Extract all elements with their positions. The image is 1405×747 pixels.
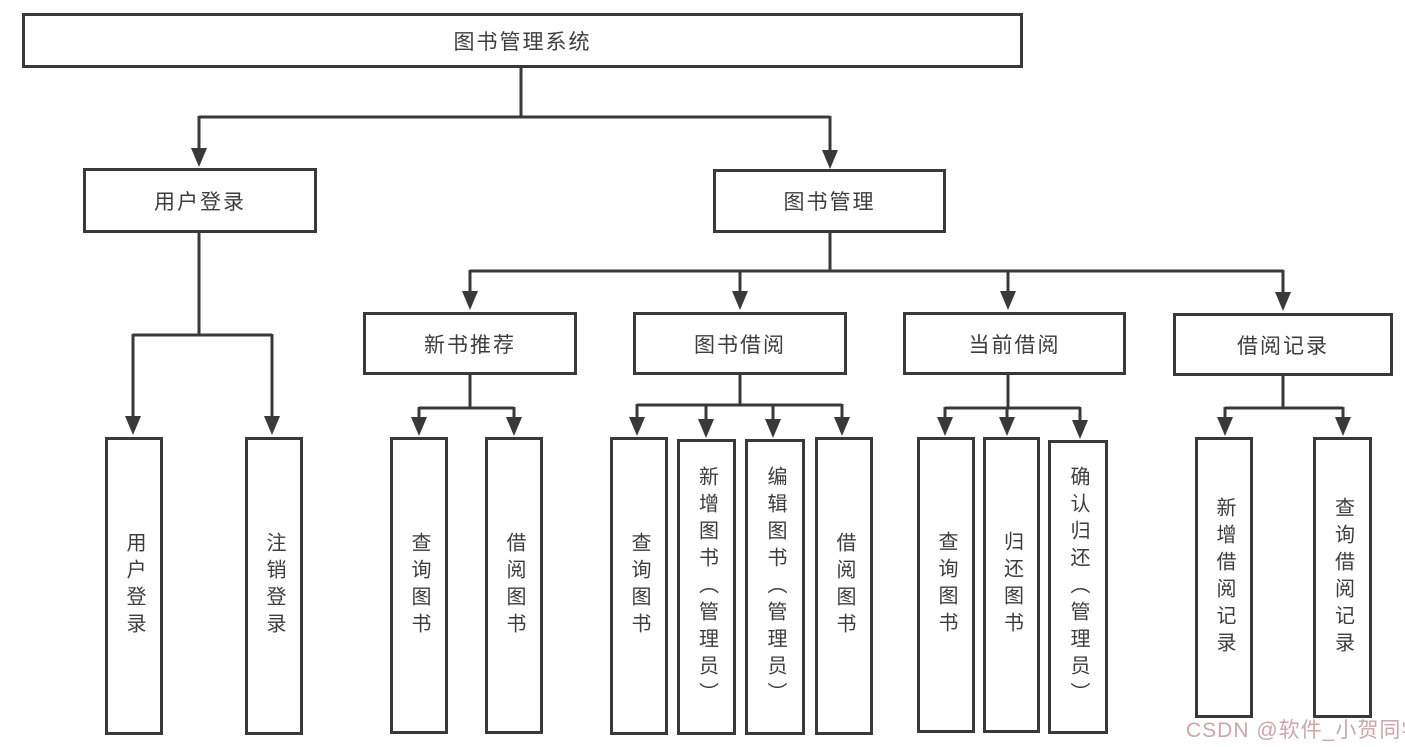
leaf-current-query-books-label: 查询图书 (935, 531, 957, 639)
leaf-recommend-query-books: 查询图书 (390, 437, 448, 734)
node-library-system-label: 图书管理系统 (453, 30, 592, 54)
leaf-borrowing-query-books-label: 查询图书 (628, 532, 650, 640)
node-new-book-recommendation-label: 新书推荐 (424, 333, 516, 357)
leaf-return-books: 归还图书 (983, 437, 1040, 733)
node-new-book-recommendation: 新书推荐 (363, 312, 577, 375)
leaf-user-login-label: 用户登录 (123, 532, 145, 640)
leaf-confirm-return-admin-label: 确认归还（管理员） (1067, 465, 1089, 709)
node-book-borrowing-label: 图书借阅 (694, 333, 786, 357)
node-book-borrowing: 图书借阅 (633, 312, 847, 375)
arrowheads (125, 148, 1351, 439)
leaf-query-borrow-record: 查询借阅记录 (1313, 437, 1372, 718)
leaf-query-borrow-record-label: 查询借阅记录 (1331, 496, 1354, 659)
leaf-user-login: 用户登录 (105, 437, 163, 735)
node-book-management: 图书管理 (713, 169, 946, 233)
leaf-recommend-query-books-label: 查询图书 (408, 531, 430, 640)
leaf-edit-books-admin: 编辑图书（管理员） (745, 439, 805, 735)
node-user-login-label: 用户登录 (154, 190, 246, 214)
leaf-recommend-borrow-books-label: 借阅图书 (503, 531, 525, 640)
leaf-add-books-admin: 新增图书（管理员） (677, 439, 736, 735)
csdn-watermark: CSDN @软件_小贺同学 (1186, 719, 1405, 742)
leaf-logout-label: 注销登录 (263, 532, 285, 640)
leaf-current-query-books: 查询图书 (917, 437, 975, 733)
node-current-borrowing-label: 当前借阅 (968, 333, 1061, 357)
leaf-borrowing-borrow-books: 借阅图书 (815, 437, 873, 735)
leaf-add-books-admin-label: 新增图书（管理员） (695, 465, 718, 709)
node-library-system: 图书管理系统 (22, 13, 1023, 68)
leaf-confirm-return-admin: 确认归还（管理员） (1048, 440, 1108, 734)
leaf-return-books-label: 归还图书 (1000, 531, 1023, 639)
leaf-logout: 注销登录 (245, 437, 303, 735)
leaf-borrowing-query-books: 查询图书 (610, 437, 668, 735)
leaf-add-borrow-record-label: 新增借阅记录 (1213, 496, 1235, 659)
node-borrowing-records-label: 借阅记录 (1237, 334, 1329, 358)
leaf-borrowing-borrow-books-label: 借阅图书 (833, 532, 855, 640)
leaf-recommend-borrow-books: 借阅图书 (485, 437, 543, 734)
leaf-edit-books-admin-label: 编辑图书（管理员） (764, 465, 786, 709)
node-borrowing-records: 借阅记录 (1173, 313, 1393, 376)
node-current-borrowing: 当前借阅 (903, 312, 1126, 375)
node-user-login: 用户登录 (83, 168, 317, 233)
node-book-management-label: 图书管理 (783, 191, 876, 214)
leaf-add-borrow-record: 新增借阅记录 (1195, 437, 1253, 718)
